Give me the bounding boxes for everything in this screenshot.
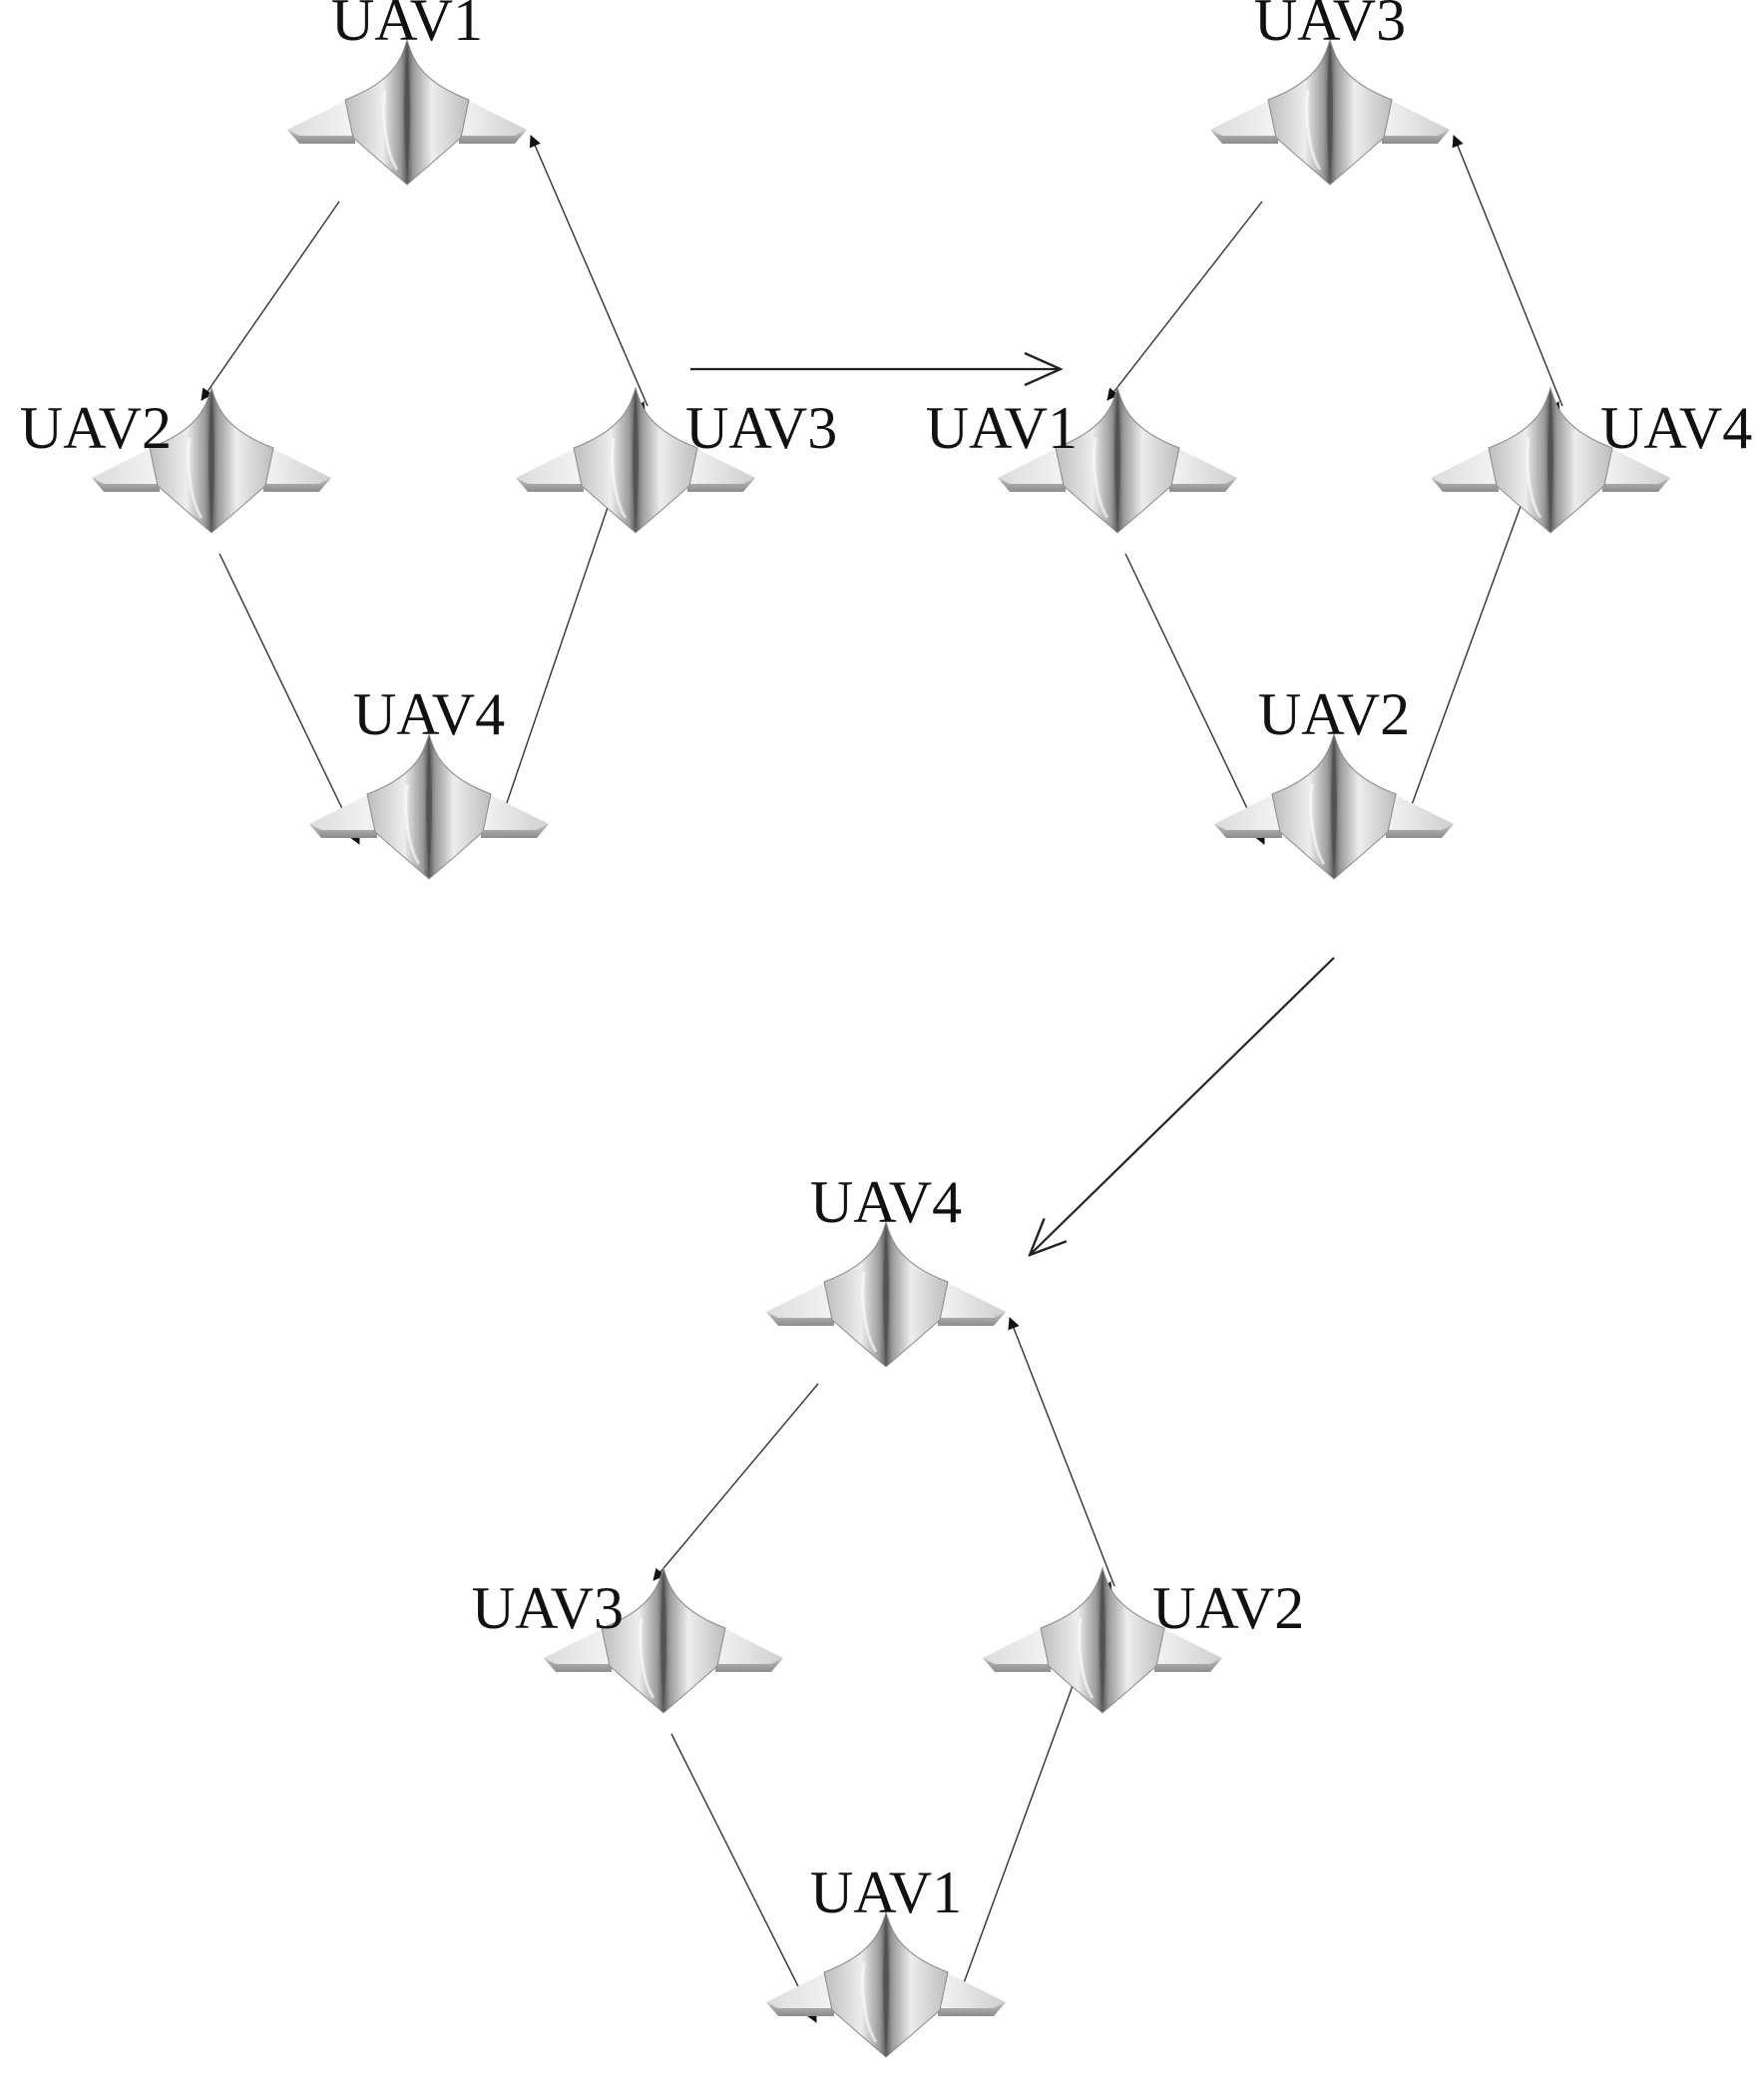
uav-aircraft-icon — [1431, 386, 1670, 534]
uav-label-right: UAV3 — [685, 395, 837, 461]
formation-link-arrow — [670, 1733, 817, 2023]
formation-link-arrow — [653, 1383, 819, 1581]
formation-link-arrow — [1106, 201, 1263, 401]
formation-transition-arrow — [1030, 957, 1335, 1255]
formation-link-arrow — [1124, 553, 1265, 845]
uav-aircraft-icon — [766, 1910, 1006, 2058]
formation-link-arrow — [529, 135, 649, 407]
formation-link-arrow — [1008, 1317, 1115, 1587]
uav-aircraft-icon — [309, 732, 549, 880]
uav-aircraft-icon — [983, 1566, 1222, 1714]
uav-aircraft-icon — [1210, 38, 1450, 186]
uav-label-right: UAV2 — [1152, 1575, 1304, 1641]
uav-aircraft-icon — [92, 386, 331, 534]
uav-aircraft-icon — [287, 38, 527, 186]
formation-link-arrow — [1452, 135, 1563, 407]
uav-aircraft-icon — [544, 1566, 783, 1714]
uav-label-bottom: UAV2 — [1258, 681, 1410, 747]
uav-label-bottom: UAV1 — [810, 1860, 962, 1925]
uav-label-top: UAV1 — [331, 0, 483, 53]
uav-label-left: UAV2 — [20, 395, 172, 461]
uav-aircraft-icon — [516, 386, 755, 534]
uav-label-left: UAV3 — [472, 1575, 624, 1641]
formation-link-arrow — [201, 201, 340, 401]
uav-label-right: UAV4 — [1600, 395, 1752, 461]
uav-aircraft-icon — [1214, 732, 1454, 880]
uav-aircraft-icon — [766, 1220, 1006, 1368]
uav-aircraft-icon — [998, 386, 1237, 534]
uav-label-top: UAV4 — [810, 1169, 962, 1235]
uav-label-top: UAV3 — [1254, 0, 1406, 53]
uav-label-bottom: UAV4 — [353, 681, 505, 747]
formation-link-arrow — [219, 553, 360, 845]
uav-label-left: UAV1 — [926, 395, 1078, 461]
